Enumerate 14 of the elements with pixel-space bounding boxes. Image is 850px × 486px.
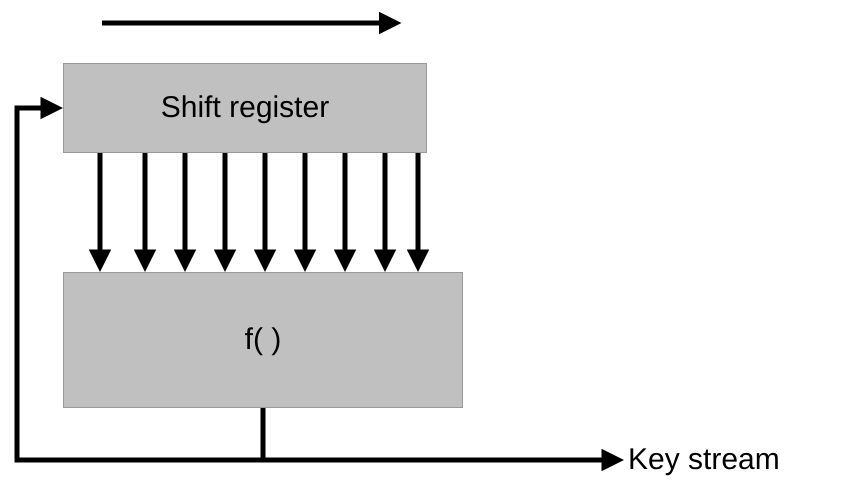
output-label: Key stream [628,440,798,480]
arrow [214,153,236,272]
arrow [88,153,112,272]
function-box [63,272,463,408]
arrow [254,153,276,272]
arrow [406,153,430,272]
box-label: Shift register [160,91,330,125]
arrow [294,153,316,272]
register-box [63,63,427,153]
arrow [174,153,196,272]
box-label: f( ) [244,323,282,357]
arrow [374,153,396,272]
arrow [134,153,156,272]
arrow [334,153,356,272]
